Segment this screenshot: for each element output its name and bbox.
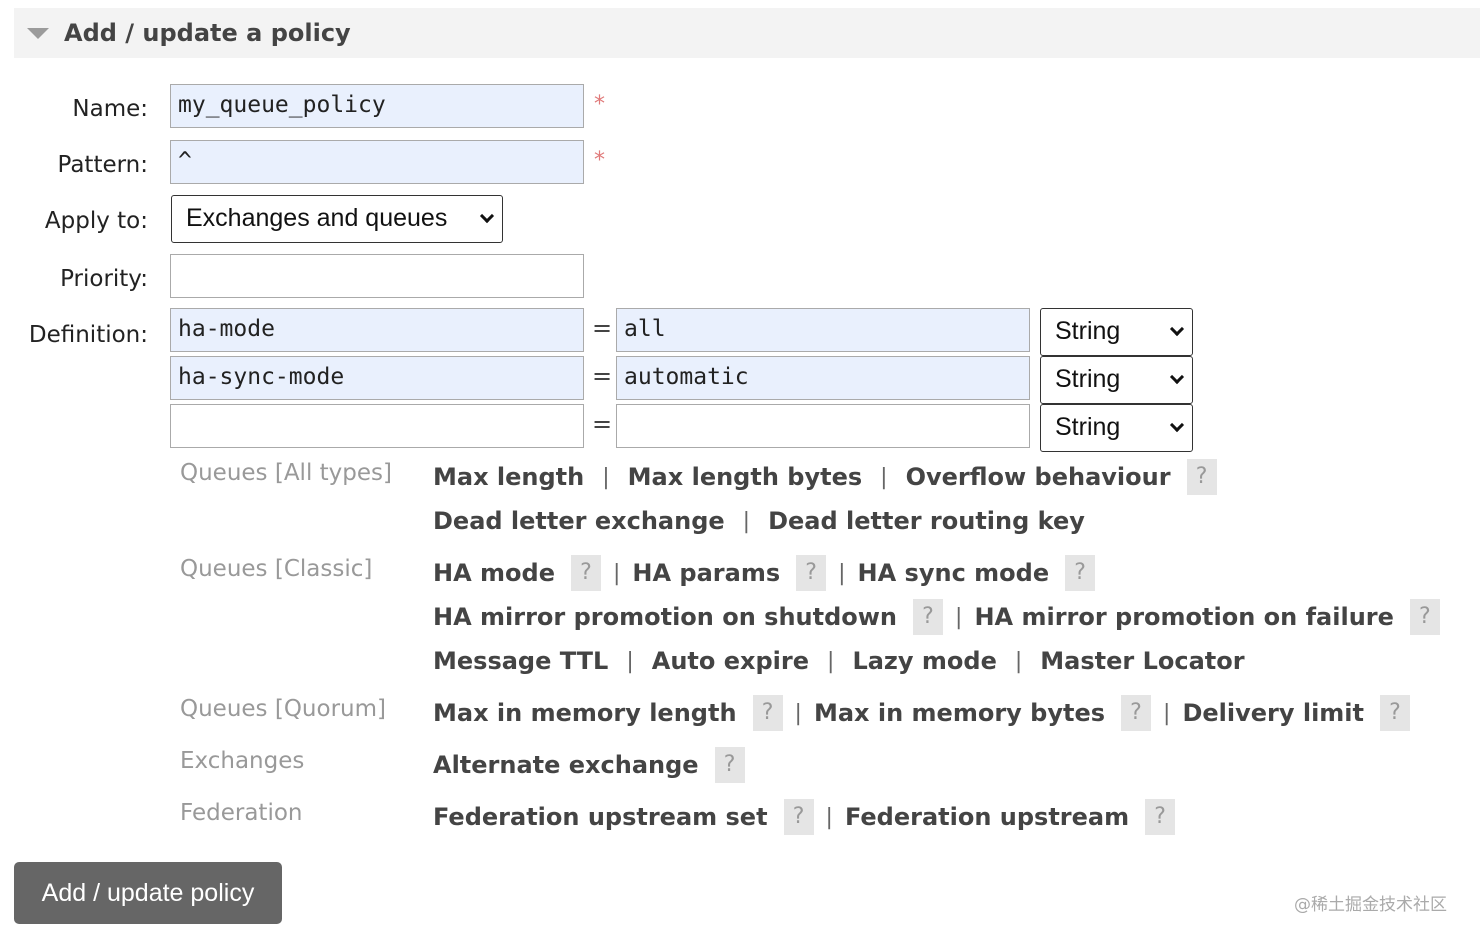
link-ha-mode[interactable]: HA mode [433,559,555,587]
link-ha-mirror-promotion-on-shutdown[interactable]: HA mirror promotion on shutdown [433,603,898,631]
category-label-quorum: Queues [Quorum] [180,696,386,722]
category-label-all-types: Queues [All types] [180,460,392,486]
links-row-classic-1: HA mode ? | HA params ? | HA sync mode ? [433,555,1096,591]
pattern-required-mark: * [594,148,605,173]
link-master-locator[interactable]: Master Locator [1040,647,1245,675]
definition-type-select[interactable]: String [1040,404,1193,452]
pattern-input[interactable]: ^ [170,140,584,184]
separator: | [626,648,634,674]
section-header[interactable]: Add / update a policy [14,8,1480,58]
links-row-classic-3: Message TTL | Auto expire | Lazy mode | … [433,645,1245,677]
chevron-down-icon [1169,321,1185,337]
link-dead-letter-exchange[interactable]: Dead letter exchange [433,507,725,535]
definition-value-input[interactable]: all [616,308,1030,352]
help-icon[interactable]: ? [796,555,827,591]
chevron-down-icon [1169,369,1185,385]
definition-type-value: String [1055,317,1121,345]
definition-key-input[interactable]: ha-sync-mode [170,356,584,400]
chevron-down-icon [1169,417,1185,433]
link-federation-upstream-set[interactable]: Federation upstream set [433,803,768,831]
link-ha-params[interactable]: HA params [632,559,781,587]
apply-to-value: Exchanges and queues [186,204,448,232]
priority-input[interactable] [170,254,584,298]
name-input[interactable]: my_queue_policy [170,84,584,128]
link-max-length-bytes[interactable]: Max length bytes [627,463,863,491]
watermark: @稀土掘金技术社区 [1294,895,1447,915]
link-max-in-memory-bytes[interactable]: Max in memory bytes [813,699,1106,727]
help-icon[interactable]: ? [1145,799,1176,835]
link-dead-letter-routing-key[interactable]: Dead letter routing key [768,507,1085,535]
definition-type-select[interactable]: String [1040,308,1193,356]
link-message-ttl[interactable]: Message TTL [433,647,609,675]
links-row-quorum: Max in memory length ? | Max in memory b… [433,695,1411,731]
separator: | [612,560,621,586]
link-max-length[interactable]: Max length [433,463,585,491]
link-federation-upstream[interactable]: Federation upstream [844,803,1130,831]
section-title: Add / update a policy [64,19,351,47]
help-icon[interactable]: ? [913,599,944,635]
category-label-classic: Queues [Classic] [180,556,373,582]
category-label-exchanges: Exchanges [180,748,305,774]
equals-sign: = [592,314,613,342]
separator: | [602,464,610,490]
help-icon[interactable]: ? [1186,459,1217,495]
help-icon[interactable]: ? [783,799,814,835]
definition-type-value: String [1055,365,1121,393]
apply-to-label: Apply to: [44,208,148,234]
link-ha-mirror-promotion-on-failure[interactable]: HA mirror promotion on failure [974,603,1394,631]
separator: | [838,560,846,586]
link-ha-sync-mode[interactable]: HA sync mode [857,559,1050,587]
link-auto-expire[interactable]: Auto expire [651,647,810,675]
definition-value-input[interactable]: automatic [616,356,1030,400]
separator: | [825,804,833,830]
link-alternate-exchange[interactable]: Alternate exchange [433,751,699,779]
links-row-all-types-2: Dead letter exchange | Dead letter routi… [433,505,1085,537]
help-icon[interactable]: ? [570,555,601,591]
add-update-policy-button[interactable]: Add / update policy [14,862,282,924]
links-row-classic-2: HA mirror promotion on shutdown ? | HA m… [433,599,1440,635]
equals-sign: = [592,362,613,390]
help-icon[interactable]: ? [1409,599,1440,635]
definition-type-value: String [1055,413,1121,441]
separator: | [794,700,802,726]
definition-value-input[interactable] [616,404,1030,448]
separator: | [955,604,963,630]
separator: | [1014,648,1023,674]
equals-sign: = [592,410,613,438]
priority-label: Priority: [60,266,148,292]
separator: | [742,508,751,534]
definition-key-input[interactable] [170,404,584,448]
name-required-mark: * [594,92,605,117]
help-icon[interactable]: ? [1065,555,1096,591]
help-icon[interactable]: ? [714,747,745,783]
separator: | [880,464,888,490]
link-delivery-limit[interactable]: Delivery limit [1182,699,1365,727]
link-lazy-mode[interactable]: Lazy mode [852,647,997,675]
collapse-triangle-icon[interactable] [27,28,49,39]
separator: | [827,648,835,674]
help-icon[interactable]: ? [1380,695,1411,731]
link-max-in-memory-length[interactable]: Max in memory length [433,699,737,727]
links-row-federation: Federation upstream set ? | Federation u… [433,799,1176,835]
links-row-all-types-1: Max length | Max length bytes | Overflow… [433,459,1217,495]
help-icon[interactable]: ? [752,695,783,731]
links-row-exchanges: Alternate exchange ? [433,747,745,783]
separator: | [1163,700,1171,726]
category-label-federation: Federation [180,800,303,826]
definition-type-select[interactable]: String [1040,356,1193,404]
link-overflow-behaviour[interactable]: Overflow behaviour [905,463,1171,491]
definition-label: Definition: [28,322,148,348]
definition-key-input[interactable]: ha-mode [170,308,584,352]
name-label: Name: [72,96,148,122]
chevron-down-icon [479,208,495,224]
apply-to-select[interactable]: Exchanges and queues [171,195,503,243]
help-icon[interactable]: ? [1121,695,1152,731]
pattern-label: Pattern: [57,152,149,178]
